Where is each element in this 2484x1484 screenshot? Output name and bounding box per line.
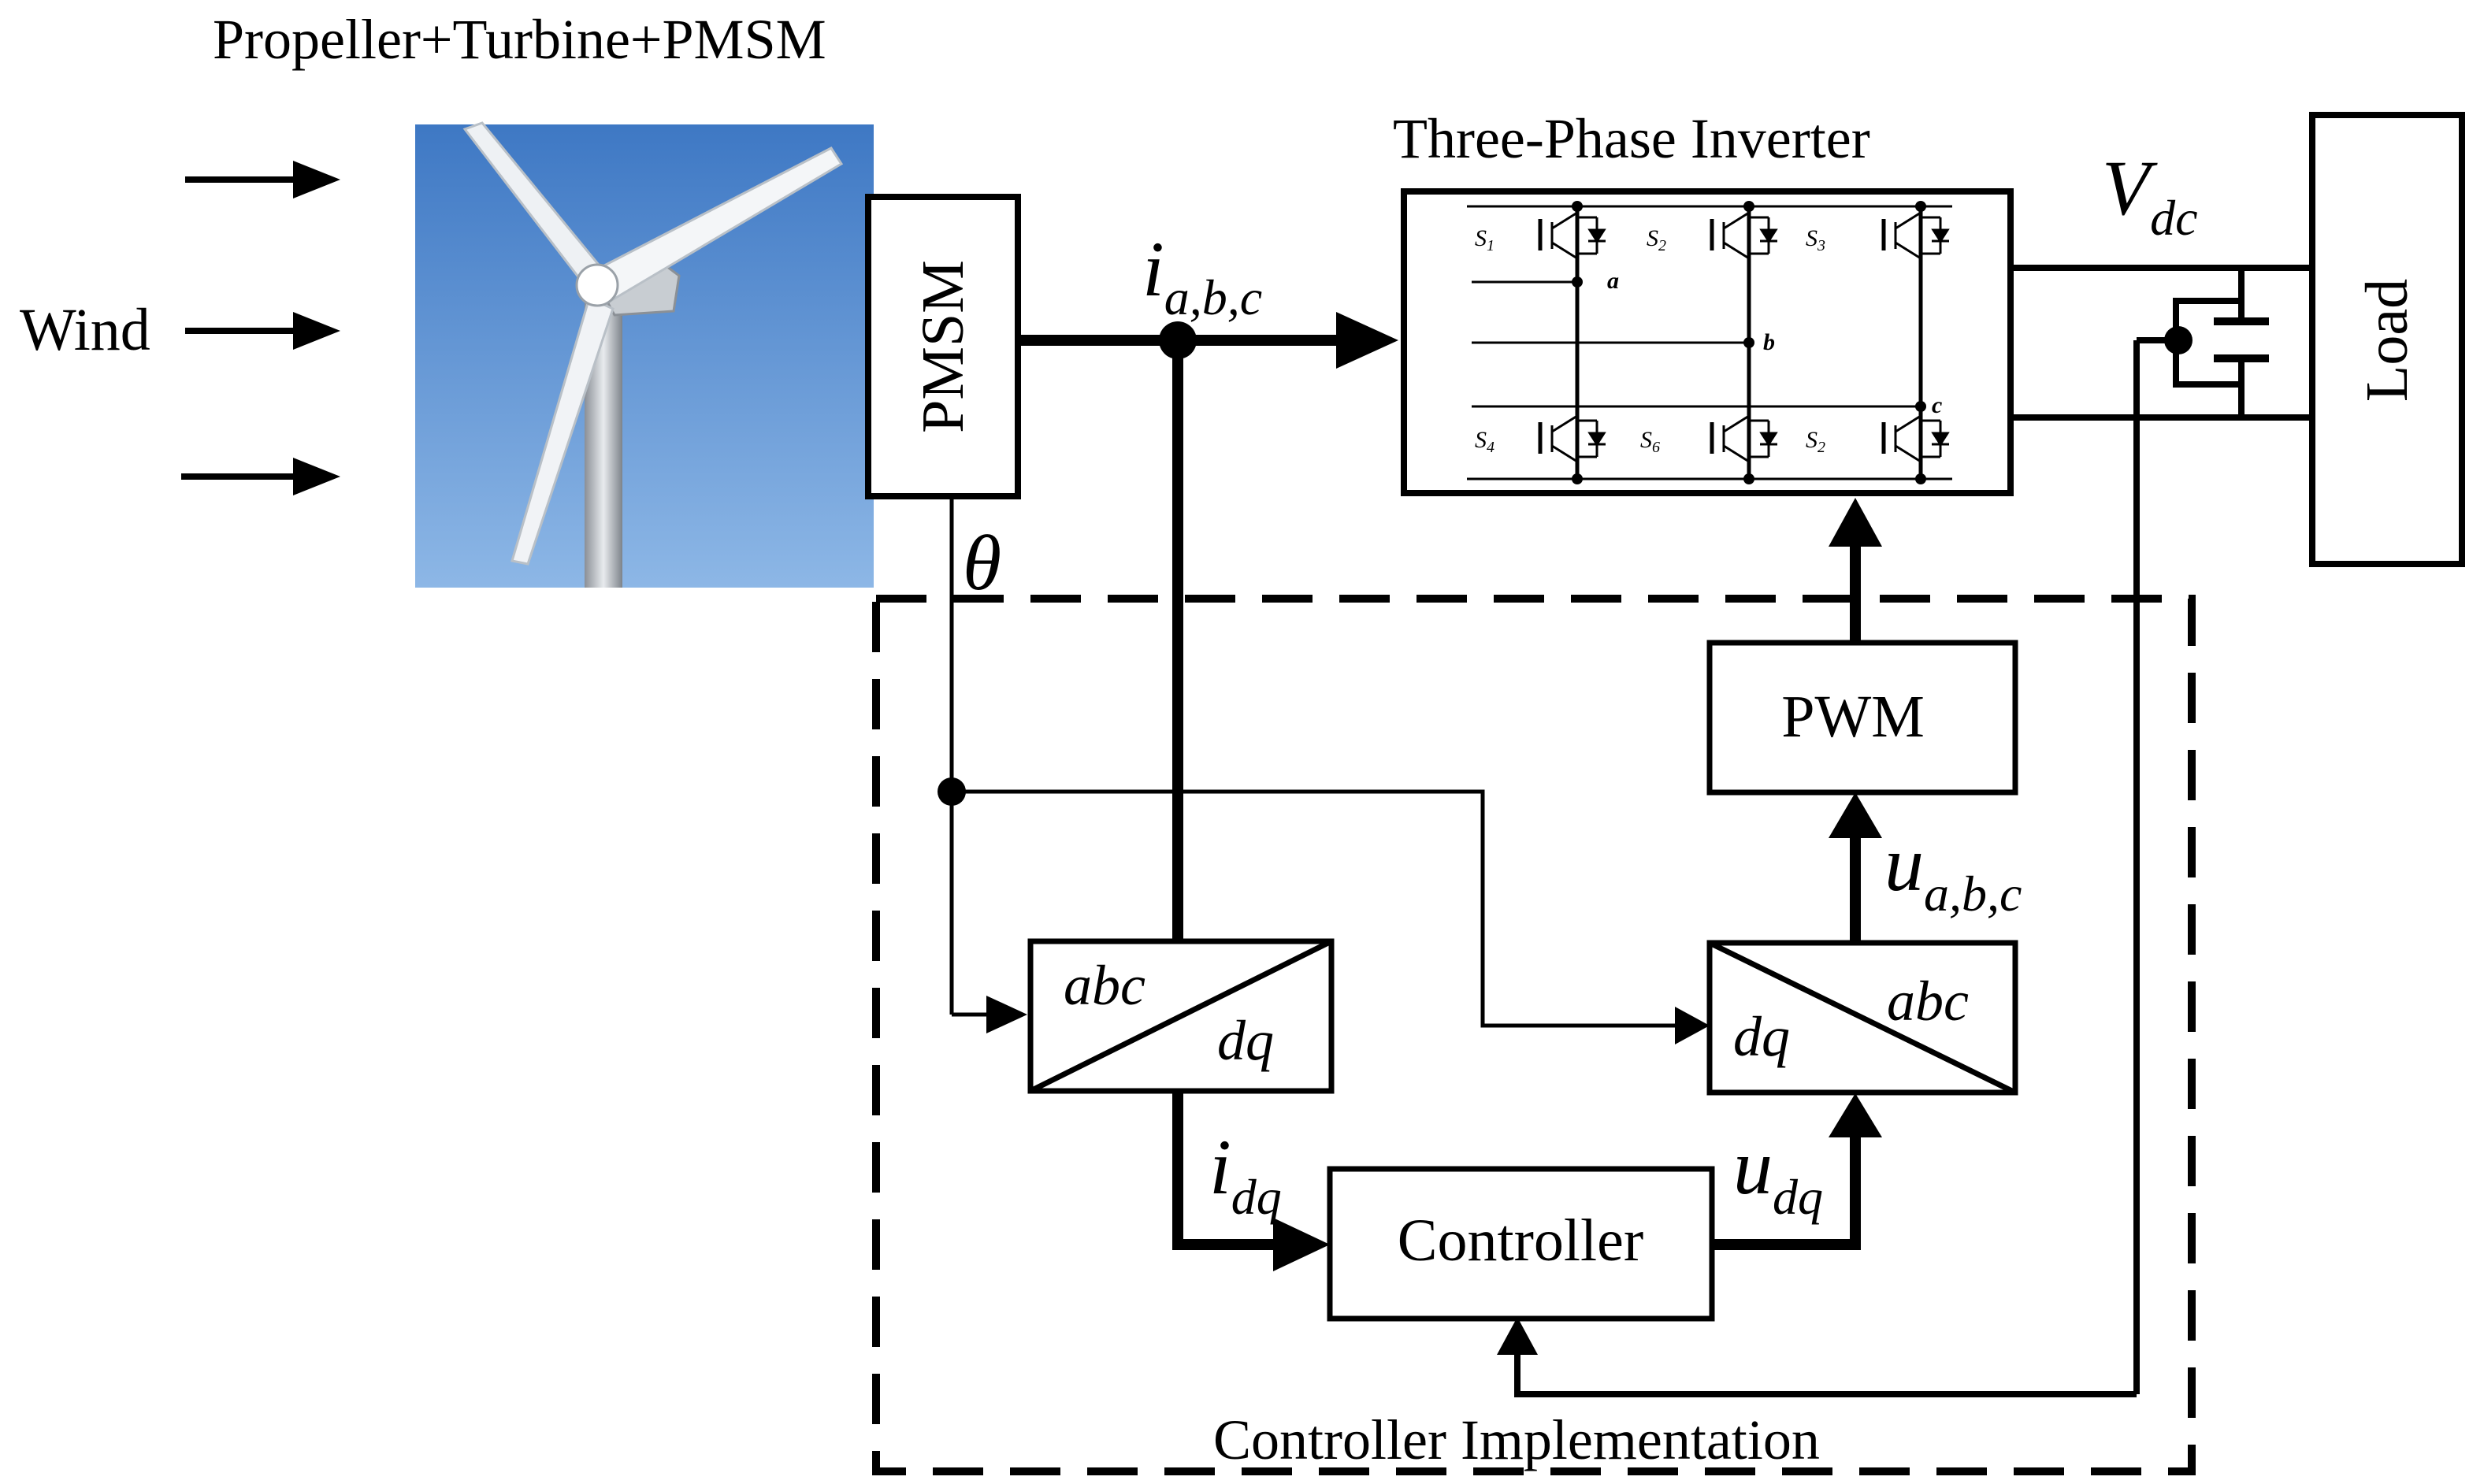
pwm-box — [1706, 640, 2018, 796]
inverter-nodes — [1572, 201, 1926, 484]
svg-text:S2: S2 — [1806, 427, 1825, 456]
park-dq-label: dq — [1217, 1009, 1274, 1072]
load-box — [2309, 112, 2465, 567]
dc-link — [1514, 265, 2312, 1397]
theta-label: θ — [963, 519, 1001, 607]
park-abc-label: abc — [1064, 954, 1145, 1017]
invpark-dq-label: dq — [1733, 1005, 1790, 1068]
pmsm-box — [865, 194, 1021, 499]
load-label: Load — [2354, 279, 2420, 402]
pwm-label: PWM — [1781, 684, 1925, 750]
vdc-feedback-arrow — [1497, 1317, 1538, 1355]
current-dq-label: idq — [1209, 1123, 1282, 1225]
controller-label: Controller — [1398, 1208, 1643, 1274]
svg-text:S4: S4 — [1475, 427, 1494, 456]
vdc-node — [2164, 326, 2193, 354]
udq-path — [1712, 1134, 1861, 1250]
idq-arrow — [1273, 1218, 1330, 1271]
controller-implementation-boundary — [872, 595, 2196, 1475]
voltage-dq-label: udq — [1733, 1123, 1823, 1225]
svg-text:S2: S2 — [1647, 225, 1666, 254]
inverse-park-block — [1706, 940, 2018, 1096]
current-abc-label: ia,b,c — [1142, 225, 1262, 325]
park-transform-block — [1027, 938, 1335, 1094]
theta-lines — [949, 496, 1678, 1028]
theta-arrow-invpark — [1675, 1007, 1710, 1044]
wind-label: Wind — [20, 297, 150, 363]
voltage-abc-label: ua,b,c — [1884, 820, 2022, 922]
implementation-label: Controller Implementation — [1213, 1408, 1820, 1471]
diagram-title: Propeller+Turbine+PMSM — [213, 8, 826, 71]
uabc-arrow — [1829, 792, 1882, 838]
node-b: b — [1763, 329, 1775, 355]
pwm-gate-arrow — [1829, 498, 1882, 547]
svg-text:S6: S6 — [1640, 427, 1660, 456]
udq-arrow — [1829, 1093, 1882, 1137]
svg-text:S3: S3 — [1806, 225, 1825, 254]
node-a: a — [1607, 268, 1619, 294]
current-bus — [1018, 312, 1398, 939]
invpark-abc-label: abc — [1887, 970, 1969, 1033]
pmsm-label: PMSM — [910, 260, 976, 433]
wind-arrows — [181, 161, 340, 495]
inverter-title: Three-Phase Inverter — [1393, 107, 1870, 170]
controller-box — [1327, 1166, 1715, 1322]
switch-labels: S1 S2 S3 S4 S6 S2 — [1475, 225, 1825, 456]
theta-arrow-park — [986, 996, 1027, 1033]
theta-junction — [938, 777, 966, 806]
vdc-label: Vdc — [2102, 144, 2198, 246]
idq-path — [1172, 1091, 1276, 1250]
wind-turbine-image — [415, 121, 874, 588]
svg-text:S1: S1 — [1475, 225, 1494, 254]
node-c: c — [1932, 392, 1942, 418]
